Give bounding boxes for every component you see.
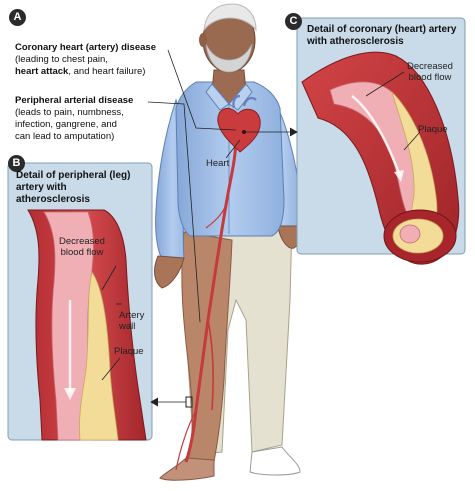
- panel-b: [7, 162, 153, 441]
- panel-c-flow-line2: blood flow: [408, 72, 452, 83]
- panel-c-title-line1: Detail of coronary (heart) artery: [307, 24, 457, 35]
- peripheral-disease-line1: (leads to pain, numbness,: [15, 107, 124, 118]
- coronary-disease-line1: (leading to chest pain,: [15, 54, 108, 65]
- leader-lines: [147, 49, 298, 407]
- badge-c: C: [285, 13, 302, 30]
- human-figure: [154, 3, 301, 481]
- panel-c-title-line2: with atherosclerosis: [307, 36, 404, 47]
- panel-b-title-line3: atherosclerosis: [16, 194, 90, 205]
- panel-b-title-line2: artery with: [16, 182, 67, 193]
- peripheral-plaque: [79, 270, 119, 441]
- panel-b-title-line1: Detail of peripheral (leg): [16, 170, 131, 181]
- panel-c: [296, 17, 466, 265]
- coronary-disease-heading: Coronary heart (artery) disease: [15, 42, 156, 53]
- peripheral-disease-line2: infection, gangrene, and: [15, 119, 117, 130]
- shoe: [249, 446, 301, 476]
- panel-c-plaque-label: Plaque: [418, 124, 448, 135]
- peripheral-disease-heading: Peripheral arterial disease: [15, 95, 134, 106]
- coronary-disease-line2: heart attack, and heart failure): [15, 66, 146, 77]
- heart: [217, 107, 261, 153]
- panel-b-plaque-label: Plaque: [114, 346, 144, 357]
- peripheral-disease-line3: can lead to amputation): [15, 131, 115, 142]
- panel-c-flow-line1: Decreased: [407, 61, 453, 72]
- panel-b-flow-line2: blood flow: [60, 247, 104, 258]
- left-hand: [154, 255, 185, 289]
- panel-b-wall-line1: Artery: [119, 310, 145, 321]
- heart-label: Heart: [206, 158, 230, 169]
- badge-a: A: [9, 9, 26, 26]
- leg-artery: [184, 135, 238, 463]
- panel-b-wall-line2: wall: [119, 321, 136, 332]
- badge-b: B: [8, 155, 25, 172]
- bare-leg: [181, 231, 233, 463]
- panel-b-flow-line1: Decreased: [59, 236, 105, 247]
